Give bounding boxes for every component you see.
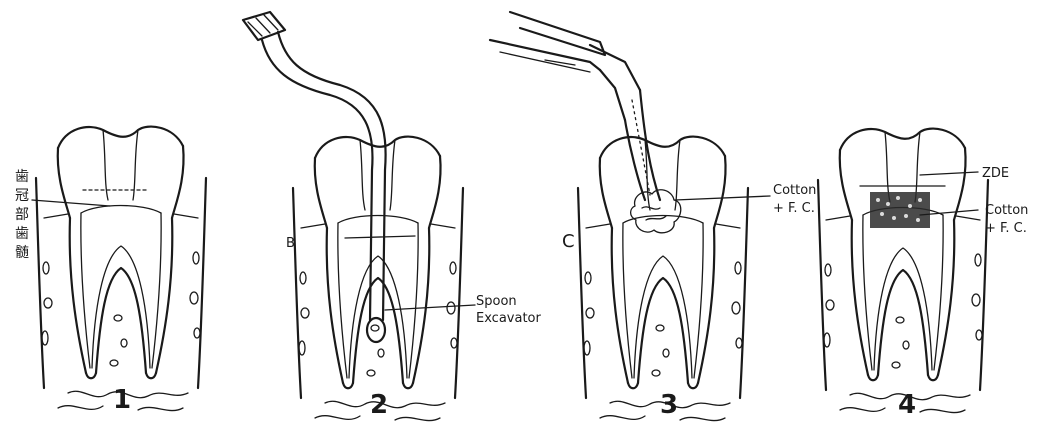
tooth-outline-1 <box>36 127 206 411</box>
panel-2 <box>293 137 463 421</box>
vertical-label-char-3: 部 <box>15 207 29 223</box>
cotton-label-4-line1: Cotton <box>985 203 1028 218</box>
zde-leader-line <box>920 172 978 175</box>
cotton-label-3-line1: Cotton <box>773 183 816 198</box>
vertical-label-char-5: 髄 <box>15 245 29 261</box>
cotton-pellet-4 <box>870 192 930 228</box>
cotton-label-4-line2: + F. C. <box>985 221 1027 236</box>
panel-1 <box>36 127 206 411</box>
panel-3 <box>578 137 748 421</box>
spoon-excavator-leader-line <box>385 305 475 310</box>
vertical-label-char-1: 歯 <box>15 169 29 185</box>
step-number-2: 2 <box>370 390 388 420</box>
tooth-outline-2 <box>293 137 463 421</box>
cotton-label-3-line2: + F. C. <box>773 201 815 216</box>
step-number-3: 3 <box>660 390 678 420</box>
coronal-pulp-leader-line <box>32 200 110 206</box>
step-number-1: 1 <box>113 385 131 415</box>
tooth-outline-3 <box>578 137 748 421</box>
pliers-instrument <box>490 12 660 200</box>
panel-4 <box>818 129 988 413</box>
vertical-label-char-2: 冠 <box>15 188 29 204</box>
cotton-pellet-3 <box>631 190 681 233</box>
spoon-label-line1: Spoon <box>476 294 517 309</box>
vertical-label: 歯 冠 部 歯 髄 <box>15 169 29 261</box>
pulp-cut-line <box>345 236 415 238</box>
spoon-label-line2: Excavator <box>476 311 542 326</box>
letter-b: B <box>286 236 295 251</box>
step-number-4: 4 <box>898 390 916 420</box>
tooth-outline-4 <box>818 129 988 413</box>
zde-label: ZDE <box>982 166 1009 181</box>
vertical-label-char-4: 歯 <box>15 226 29 242</box>
letter-c: C <box>562 231 575 252</box>
